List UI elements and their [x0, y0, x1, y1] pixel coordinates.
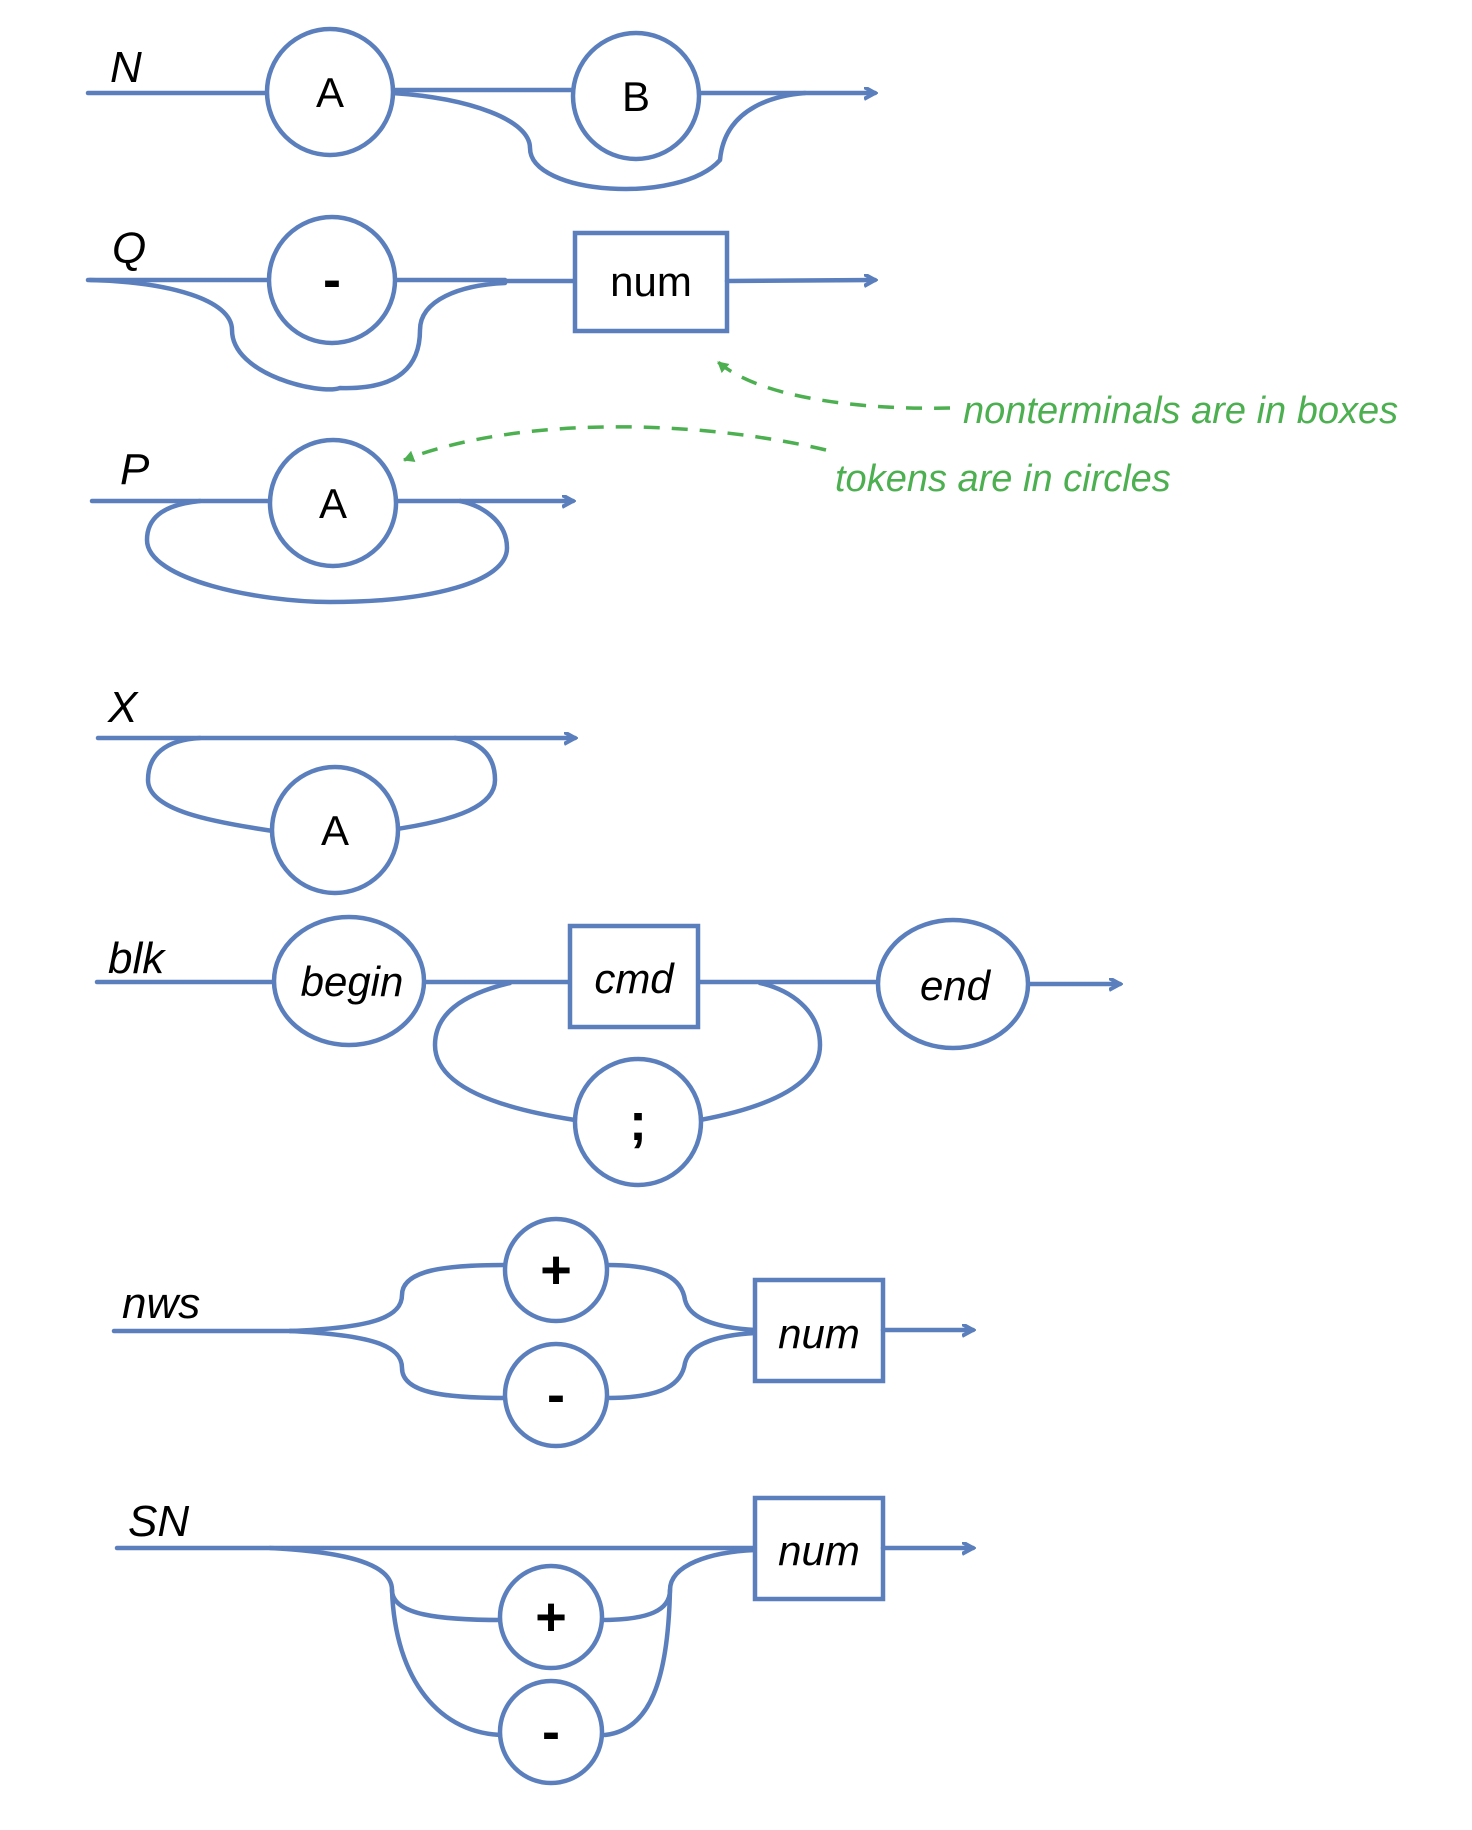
token-minus-circle — [266, 214, 398, 346]
nonterminal-num-label: num — [778, 1527, 860, 1574]
token-semicolon-label: ; — [629, 1092, 647, 1152]
token-plus-circle — [502, 1216, 610, 1324]
diagram-n: N A B — [85, 26, 875, 192]
token-plus-circle — [497, 1563, 605, 1671]
token-a-circle — [267, 437, 399, 569]
nonterminal-cmd-box — [567, 923, 701, 1030]
diagram-p: P A — [89, 437, 573, 605]
nonterminal-num-label: num — [778, 1310, 860, 1357]
annotation-circles: tokens are in circles — [835, 458, 1171, 500]
diagram-q: Q - num — [85, 214, 875, 392]
token-a-circle — [264, 26, 396, 158]
rule-name-x: X — [107, 683, 139, 732]
token-begin-label: begin — [301, 958, 404, 1005]
diagram-x: X A — [95, 683, 575, 896]
token-b-label: B — [622, 73, 650, 120]
annotation-boxes: nonterminals are in boxes — [963, 390, 1398, 432]
diagram-blk: blk begin cmd ; end — [94, 914, 1120, 1188]
token-minus-circle — [497, 1678, 605, 1786]
token-minus-label: - — [323, 250, 341, 310]
token-plus-label: + — [535, 1587, 567, 1647]
token-plus-label: + — [540, 1240, 572, 1300]
token-end-ellipse — [875, 917, 1031, 1051]
rule-name-nws: nws — [122, 1279, 200, 1328]
token-a-label: A — [316, 69, 344, 116]
token-a-label: A — [319, 480, 347, 527]
token-minus-circle — [502, 1341, 610, 1449]
token-end-label: end — [920, 962, 992, 1009]
token-minus-label: - — [547, 1365, 565, 1425]
rule-name-p: P — [120, 445, 150, 494]
rule-name-sn: SN — [128, 1497, 189, 1546]
rule-name-n: N — [110, 43, 142, 92]
nonterminal-num-box — [752, 1495, 886, 1602]
token-semicolon-circle — [572, 1056, 704, 1188]
token-minus-label: - — [542, 1702, 560, 1762]
token-a-circle — [269, 764, 401, 896]
rule-name-blk: blk — [108, 934, 166, 983]
nonterminal-num-label: num — [610, 258, 692, 305]
rule-name-q: Q — [112, 224, 146, 273]
token-b-circle — [570, 30, 702, 162]
diagram-nws: nws + - num — [111, 1216, 973, 1449]
diagram-sn: SN + - num — [114, 1495, 973, 1786]
token-a-label: A — [321, 807, 349, 854]
token-begin-ellipse — [271, 914, 427, 1048]
annotations: nonterminals are in boxes tokens are in … — [403, 360, 1398, 500]
nonterminal-cmd-label: cmd — [594, 955, 675, 1002]
